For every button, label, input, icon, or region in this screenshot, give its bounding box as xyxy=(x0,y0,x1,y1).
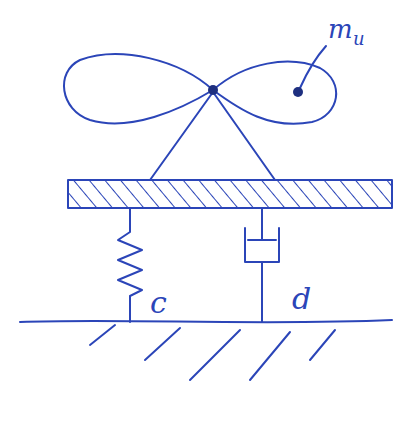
hub-dot xyxy=(208,85,218,95)
damping-label: d xyxy=(292,284,311,314)
mass-symbol: m xyxy=(328,16,353,42)
mass-subscript: u xyxy=(353,30,365,48)
damper-symbol xyxy=(245,208,279,322)
strut xyxy=(213,92,275,180)
strut xyxy=(150,92,213,180)
plate xyxy=(68,180,392,208)
propeller-blade xyxy=(64,54,213,123)
unbalance-mass-dot xyxy=(293,87,303,97)
spring-constant-label: c xyxy=(150,288,167,318)
spring-symbol xyxy=(118,208,142,322)
ground-hatch xyxy=(90,325,335,380)
leader-line xyxy=(300,46,326,88)
ground-line xyxy=(20,320,392,322)
propeller-blade xyxy=(213,62,336,124)
